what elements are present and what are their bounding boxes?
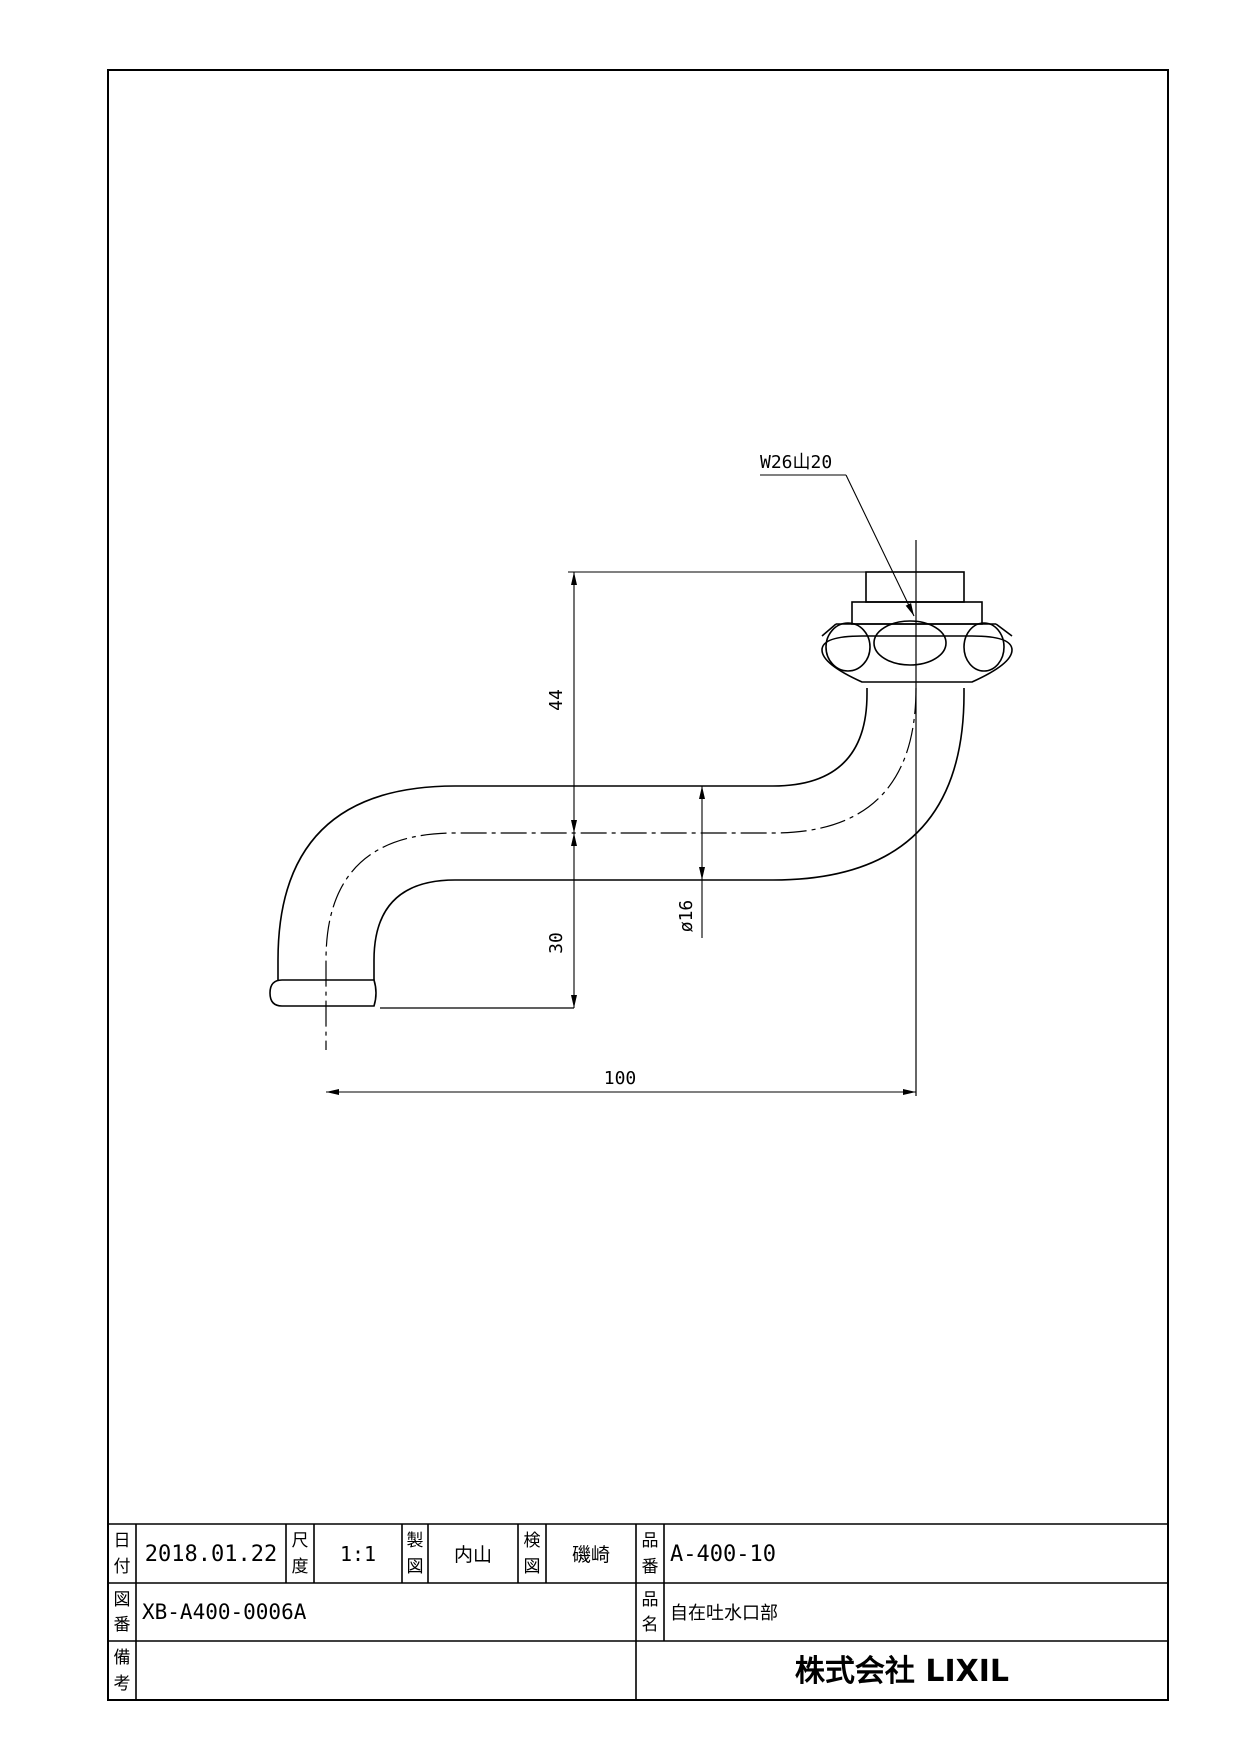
scale-label-1: 尺 — [292, 1531, 309, 1551]
dim-dia-label: ø16 — [676, 900, 697, 933]
drawing-number: XB-A400-0006A — [142, 1600, 307, 1624]
part-name-label-1: 品 — [642, 1590, 659, 1610]
checked-label-2: 図 — [524, 1557, 541, 1577]
drawing-no-label-2: 番 — [114, 1615, 131, 1635]
part-number: A-400-10 — [670, 1542, 776, 1567]
scale-label-2: 度 — [292, 1557, 309, 1577]
spout-tip-ring — [269, 979, 377, 1007]
nut-lobe-center — [873, 620, 947, 666]
title-block — [108, 1523, 1168, 1700]
drawn-by: 内山 — [454, 1544, 492, 1566]
remarks-label-1: 備 — [114, 1648, 131, 1668]
spout-drawing — [269, 540, 1013, 1096]
checked-by: 磯崎 — [572, 1544, 610, 1566]
dim-100-label: 100 — [604, 1068, 637, 1089]
nut-lobe-right — [963, 622, 1005, 672]
spout-inner-contour — [373, 688, 965, 980]
part-no-label-1: 品 — [642, 1531, 659, 1551]
dimensions — [326, 474, 916, 1095]
thread-leader — [845, 474, 915, 617]
date-label-1: 日 — [114, 1531, 131, 1551]
checked-label-1: 検 — [524, 1531, 541, 1551]
thread-top — [865, 571, 965, 603]
drawing-no-label-1: 図 — [114, 1590, 131, 1610]
part-name-label-2: 名 — [642, 1615, 659, 1635]
date-label-2: 付 — [114, 1557, 131, 1577]
date-value: 2018.01.22 — [145, 1542, 277, 1567]
part-name: 自在吐水口部 — [670, 1603, 778, 1624]
scale-value: 1:1 — [340, 1542, 376, 1566]
thread-callout: W26山20 — [760, 452, 832, 473]
dim-30-label: 30 — [546, 932, 567, 954]
dim-44-label: 44 — [546, 689, 567, 711]
remarks-label-2: 考 — [114, 1674, 131, 1694]
drawn-label-1: 製 — [407, 1531, 424, 1551]
company-logo: 株式会社 LIXIL — [795, 1654, 1009, 1689]
spout-outer-contour — [277, 688, 868, 980]
title-block-text: 日 付 2018.01.22 尺 度 1:1 製 図 内山 検 図 磯崎 品 番… — [114, 1531, 1010, 1694]
nut-lobe-left — [825, 622, 871, 672]
drawn-label-2: 図 — [407, 1557, 424, 1577]
spout-centerline — [325, 687, 917, 1050]
drawing-frame — [107, 69, 1169, 1701]
swivel-nut — [821, 635, 1013, 683]
part-no-label-2: 番 — [642, 1557, 659, 1577]
